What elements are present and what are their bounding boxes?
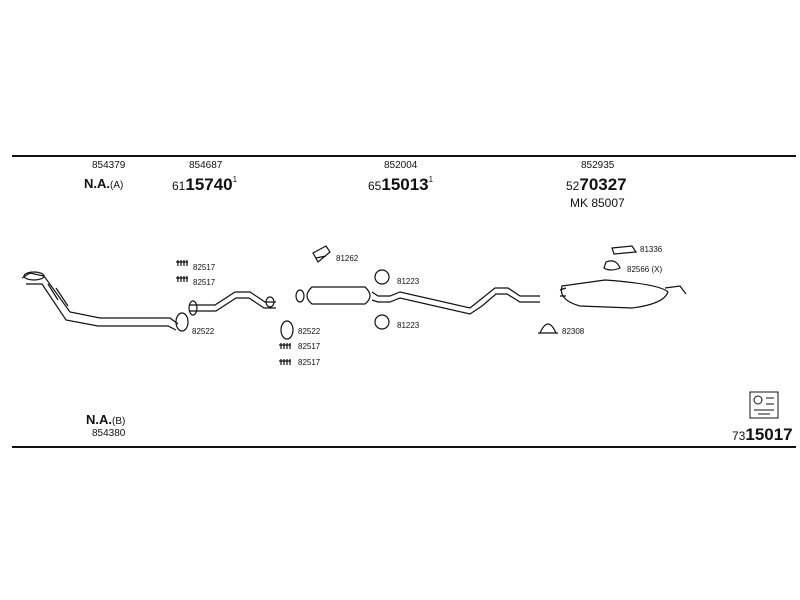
- part-main: 70327: [579, 175, 627, 194]
- part-sup: 1: [428, 175, 434, 184]
- clamp-icon-c: [279, 343, 291, 349]
- label-82517-d: 82517: [298, 358, 321, 367]
- ref-number-2: 854687: [189, 160, 223, 171]
- front-flange: [23, 271, 45, 281]
- na-label-a: N.A.(A): [84, 176, 123, 191]
- bottom-rule: [12, 446, 796, 448]
- ref-number-3: 852004: [384, 160, 418, 171]
- part-prefix: 52: [566, 179, 580, 193]
- label-81336: 81336: [640, 245, 663, 254]
- label-81223-b: 81223: [397, 321, 420, 330]
- flange-icon: [188, 300, 198, 316]
- ring-icon-2: [374, 314, 390, 330]
- na-code: N.A.: [86, 412, 112, 427]
- label-82308: 82308: [562, 327, 585, 336]
- front-pipe-lower: [26, 283, 177, 331]
- mk-number: MK 85007: [570, 196, 625, 210]
- kit-icon: [749, 391, 779, 419]
- middle-silencer: [306, 286, 371, 305]
- part-sup: 1: [232, 175, 238, 184]
- part-82566-icon: [603, 260, 621, 271]
- part-number-4: 5270327: [566, 175, 627, 195]
- ref-number-bottom: 854380: [92, 428, 126, 439]
- ref-number-1: 854379: [92, 160, 126, 171]
- part-prefix: 65: [368, 179, 382, 193]
- ring-icon: [374, 269, 390, 285]
- na-label-b: N.A.(B): [86, 412, 125, 427]
- part-number-3: 65150131: [368, 175, 433, 195]
- label-82517-b: 82517: [193, 278, 216, 287]
- part-prefix: 73: [732, 429, 746, 443]
- part-main: 15017: [745, 425, 793, 444]
- top-rule: [12, 155, 796, 157]
- na-code: N.A.: [84, 176, 110, 191]
- label-82517-c: 82517: [298, 342, 321, 351]
- tail-pipe: [664, 285, 687, 295]
- flange-icon-2: [295, 289, 305, 303]
- hanger-icon: [312, 245, 331, 263]
- rear-silencer: [560, 279, 669, 309]
- clamp-icon-b: [176, 276, 188, 282]
- bracket-icon: [611, 245, 638, 255]
- front-pipe: [21, 272, 179, 325]
- kit-number: 7315017: [732, 425, 793, 445]
- part-number-2: 61157401: [172, 175, 237, 195]
- clamp-icon-a: [176, 260, 188, 266]
- label-82566: 82566 (X): [627, 265, 663, 274]
- gasket-icon-2: [280, 320, 294, 340]
- na-suffix: (B): [112, 416, 126, 427]
- label-81262: 81262: [336, 254, 359, 263]
- part-main: 15740: [185, 175, 233, 194]
- clamp-icon-d: [279, 359, 291, 365]
- intermediate-pipe: [190, 291, 276, 306]
- ref-number-4: 852935: [581, 160, 615, 171]
- label-82522-a: 82522: [192, 327, 215, 336]
- na-suffix: (A): [110, 180, 124, 191]
- part-main: 15013: [381, 175, 429, 194]
- part-prefix: 61: [172, 179, 186, 193]
- label-82517-a: 82517: [193, 263, 216, 272]
- clamp-82308-icon: [538, 323, 558, 334]
- label-82522-b: 82522: [298, 327, 321, 336]
- label-81223-a: 81223: [397, 277, 420, 286]
- gasket-icon: [175, 312, 189, 332]
